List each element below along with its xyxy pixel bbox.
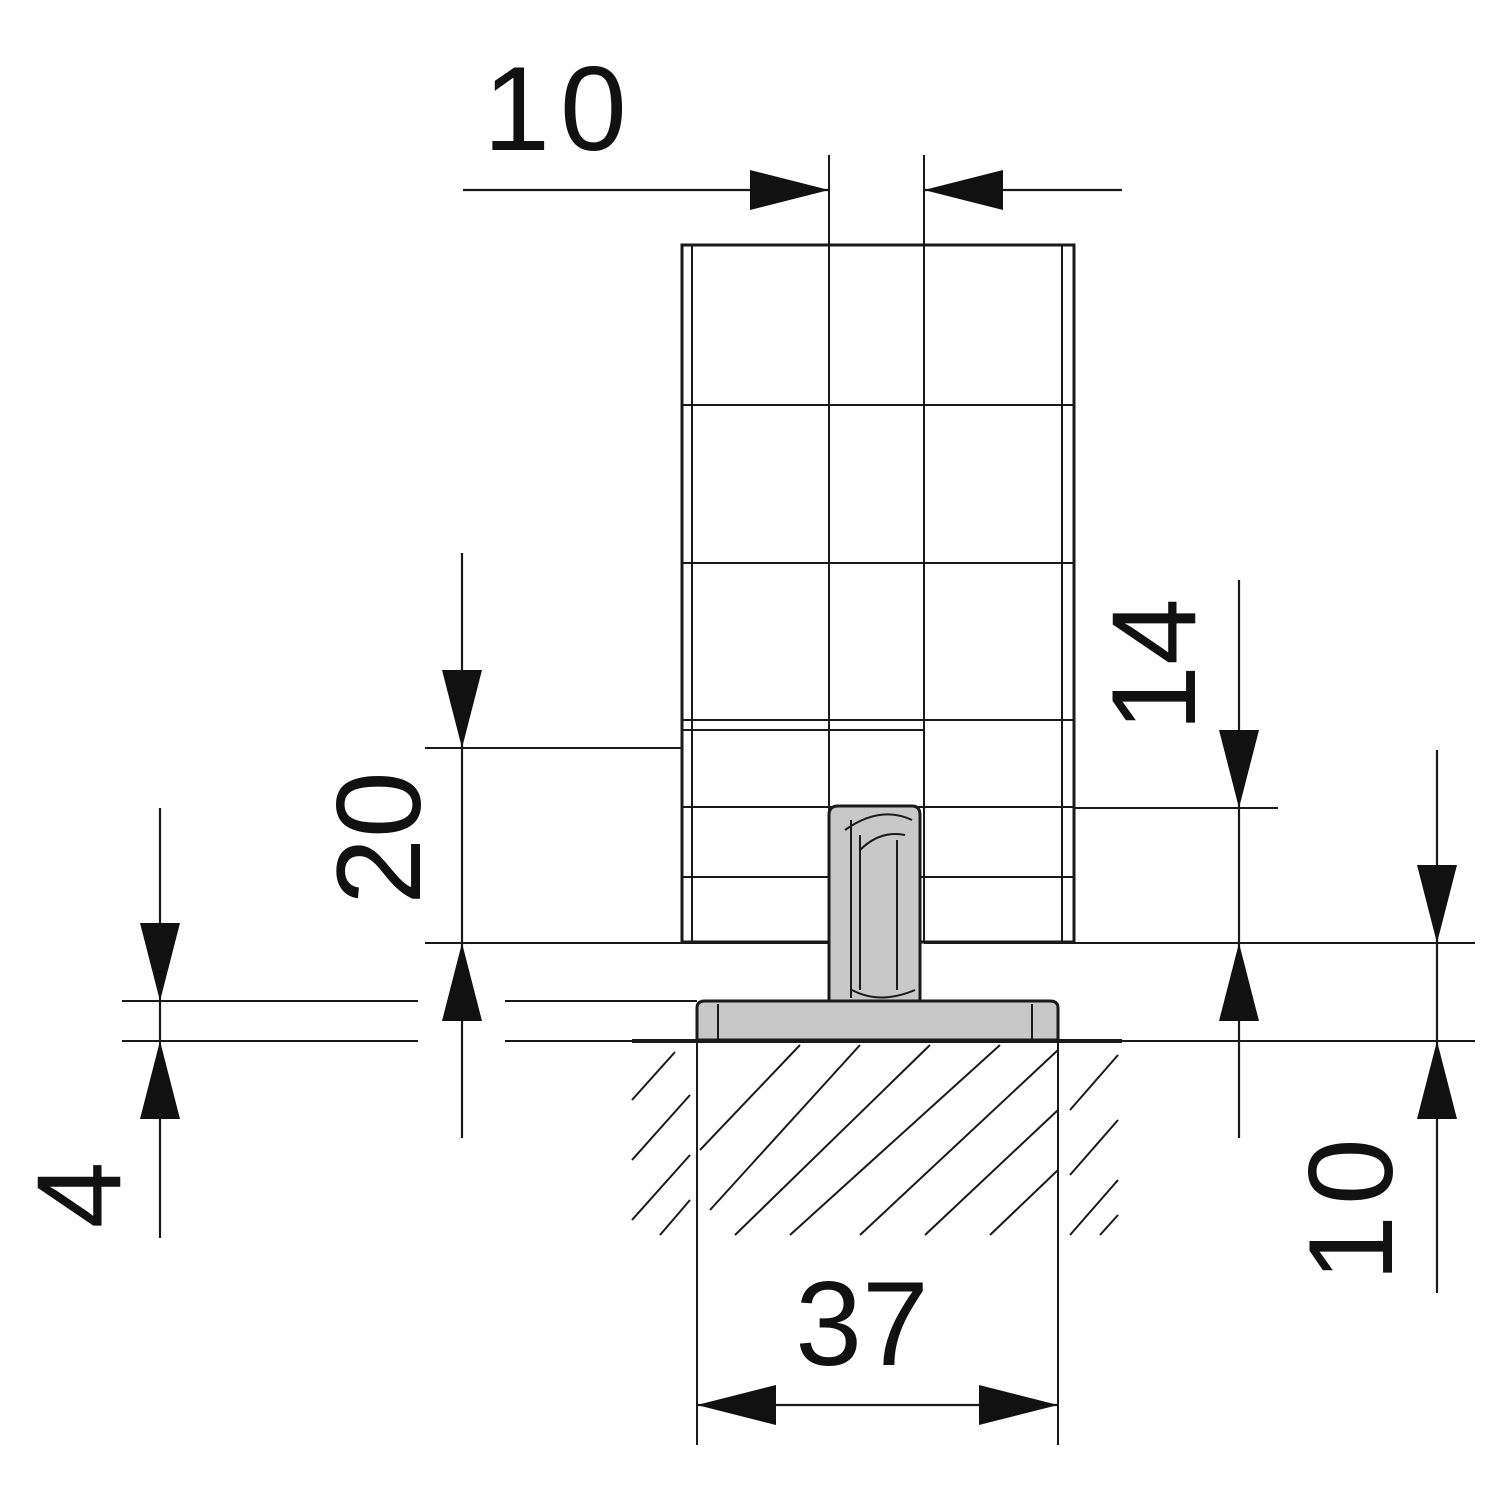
dimension-top-width: 10 (463, 42, 1122, 210)
plate-thickness-label: 4 (12, 1162, 146, 1229)
overlap-label: 14 (1087, 598, 1221, 731)
base-depth-label: 10 (1284, 1128, 1418, 1281)
base-section (631, 1039, 1122, 1445)
base-width-label: 37 (795, 1257, 928, 1391)
dimension-base-width: 37 (697, 1257, 1058, 1425)
fitting-pin (827, 804, 922, 1004)
top-width-label: 10 (483, 42, 636, 176)
dimension-overlap: 14 (1087, 580, 1259, 1138)
insert-height-label: 20 (312, 771, 446, 904)
fitting (695, 804, 1060, 1042)
dimension-base-depth: 10 (1284, 750, 1457, 1293)
fitting-plate (695, 999, 1060, 1042)
dimension-plate-thickness: 4 (12, 808, 180, 1238)
dimension-insert-height: 20 (312, 553, 482, 1138)
